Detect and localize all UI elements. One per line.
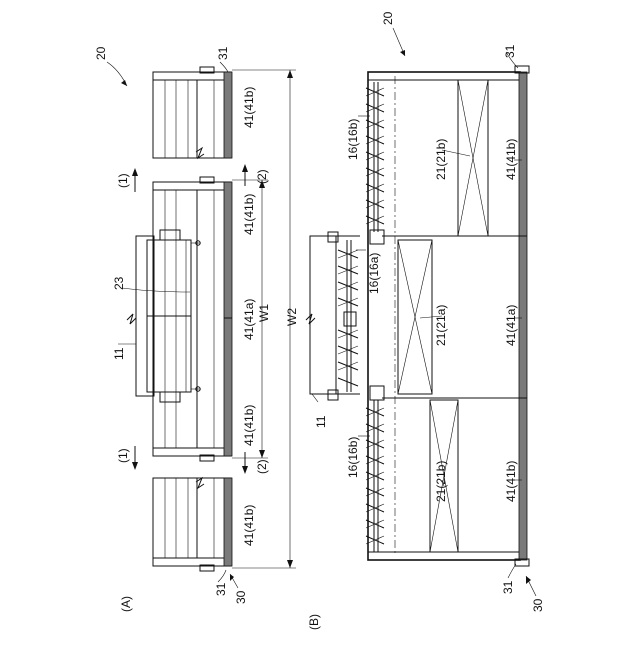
plate-b — [519, 72, 527, 560]
text-31-a-bottom: 31 — [214, 582, 228, 596]
text-11-a: 11 — [112, 347, 126, 360]
auger-center — [306, 232, 360, 400]
text-41a-b: 41(41a) — [504, 305, 518, 346]
text-41a-a: 41(41a) — [242, 299, 256, 340]
arrow-w2-bottom — [287, 560, 293, 568]
text-w1: W1 — [257, 304, 271, 322]
text-21b-bottom: 21(21b) — [434, 461, 448, 502]
text-41b-a3: 41(41b) — [242, 405, 256, 446]
text-arrow1-top: (1) — [116, 173, 130, 188]
text-41b-a4: 41(41b) — [242, 505, 256, 546]
text-31-b-bottom: 31 — [501, 580, 515, 594]
text-41b-a1: 41(41b) — [242, 87, 256, 128]
arrow-w1-bottom — [259, 450, 265, 458]
label-view-a: (A) — [119, 596, 133, 612]
text-31-a-top: 31 — [216, 46, 230, 60]
text-11-b: 11 — [314, 415, 328, 428]
text-30-a: 30 — [234, 590, 248, 604]
text-41b-b-top: 41(41b) — [504, 139, 518, 180]
text-16b-top: 16(16b) — [346, 119, 360, 160]
body-middle — [127, 177, 232, 461]
label-view-b: (B) — [307, 614, 321, 630]
text-arrow2-bottom: (2) — [255, 459, 269, 474]
text-w2: W2 — [285, 308, 299, 326]
text-20-b: 20 — [381, 11, 395, 25]
text-16b-bottom: 16(16b) — [346, 437, 360, 478]
text-30-b: 30 — [531, 598, 545, 612]
text-arrow2-top: (2) — [255, 169, 269, 184]
panels-21 — [382, 80, 520, 552]
extension-bottom — [153, 478, 232, 571]
text-21a: 21(21a) — [434, 305, 448, 346]
text-21b-top: 21(21b) — [434, 139, 448, 180]
text-arrow1-bottom: (1) — [116, 448, 130, 463]
view-a: (A) W2 W1 — [94, 46, 299, 612]
view-b: (B) — [306, 11, 545, 630]
text-31-b-top: 31 — [503, 44, 517, 58]
extension-top — [153, 67, 232, 158]
text-41b-b-bottom: 41(41b) — [504, 461, 518, 502]
text-16a: 16(16a) — [367, 253, 381, 294]
text-20-a: 20 — [94, 46, 108, 60]
text-41b-a2: 41(41b) — [242, 194, 256, 235]
arrow-w2-top — [287, 70, 293, 78]
